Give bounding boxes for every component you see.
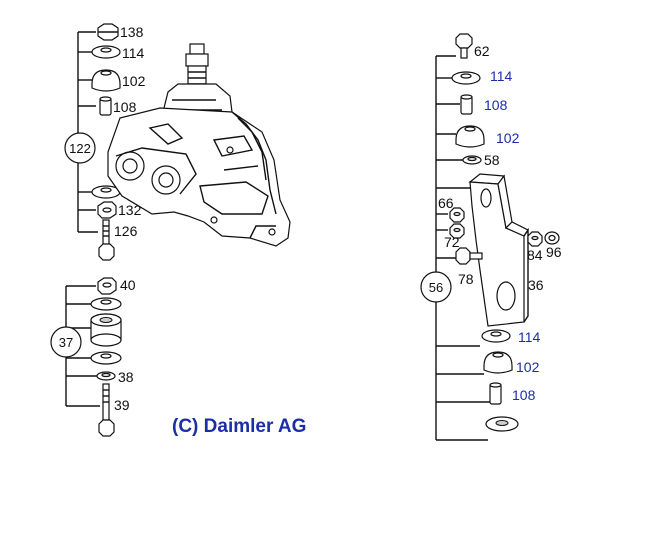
group-37-label: 37 [59,335,73,350]
label-102: 102 [122,73,146,89]
rubber-mount-102-icon [91,69,121,92]
sleeve-108-right-top-icon [460,94,473,115]
sleeve-108-right-bottom-icon [489,382,502,405]
label-108-right-top: 108 [484,97,508,113]
rubber-mount-102-right-bottom-icon [483,351,513,374]
bolt-78-icon [455,247,483,265]
label-132: 132 [118,202,142,218]
label-96: 96 [546,244,562,260]
bolt-62-icon [455,33,473,59]
washer-middle-icon [90,351,122,365]
label-108: 108 [113,99,137,115]
washer-96-icon [544,231,560,245]
bracket-36-icon [468,173,529,327]
sleeve-108-icon [99,96,112,116]
label-40: 40 [120,277,136,293]
gearbox-housing-icon [107,43,291,247]
nut-66-icon [449,207,465,223]
washer-114-icon [91,45,121,59]
washer-lower-icon [91,185,121,199]
base-cup-icon [485,416,519,432]
nut-40-icon [97,277,117,295]
rubber-mount-102-right-top-icon [455,125,485,148]
label-138: 138 [120,24,144,40]
rubber-bushing-icon [90,313,122,347]
stack-37: 37 40 38 39 [50,277,136,437]
label-62: 62 [474,43,490,59]
washer-38-icon [96,371,116,381]
washer-58-icon [462,155,482,165]
group-122-label: 122 [69,141,91,156]
label-36: 36 [528,277,544,293]
group-56-label: 56 [429,280,443,295]
label-58: 58 [484,152,500,168]
stack-56: 56 62 114 108 102 58 66 72 78 84 96 36 1… [420,33,562,441]
label-38: 38 [118,369,134,385]
group-37-callout [50,326,82,358]
label-84: 84 [527,247,543,263]
washer-upper-icon [90,297,122,311]
stack-122: 122 138 114 102 108 132 126 [64,23,146,261]
nut-84-icon [527,231,543,247]
bolt-39-icon [98,383,115,437]
label-72: 72 [444,234,460,250]
label-114-right-top: 114 [490,68,513,84]
bolt-126-icon [98,219,115,261]
label-108-right-bottom: 108 [512,387,536,403]
group-122-callout [64,132,96,164]
label-39: 39 [114,397,130,413]
washer-114-right-top-icon [451,71,481,85]
washer-114-right-bottom-icon [481,329,511,343]
label-114-right-bottom: 114 [518,329,541,345]
nut-132-icon [97,201,117,219]
nut-138-icon [97,23,119,41]
label-114: 114 [122,45,145,61]
group-56-callout [420,271,452,303]
copyright-watermark: (C) Daimler AG [172,416,306,437]
label-126: 126 [114,223,138,239]
label-102-right-top: 102 [496,130,520,146]
label-78: 78 [458,271,474,287]
label-102-right-bottom: 102 [516,359,540,375]
washer-72-icon [449,223,465,239]
label-66: 66 [438,195,454,211]
